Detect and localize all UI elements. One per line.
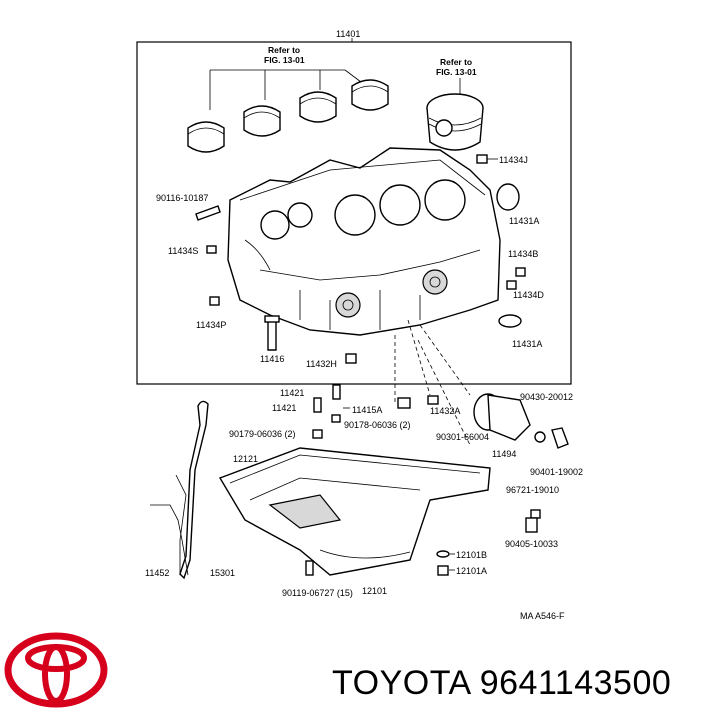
label-12101: 12101 <box>362 586 387 596</box>
toyota-logo-icon <box>4 632 108 708</box>
dipstick-guide <box>150 400 209 580</box>
part-number-caption: TOYOTA 9641143500 <box>332 664 672 702</box>
label-90179: 90179-06036 (2) <box>229 429 296 439</box>
label-11431A-top: 11431A <box>509 216 539 226</box>
refer-label-1a: Refer to <box>268 45 300 55</box>
gasket-12101B <box>436 550 450 558</box>
label-90430: 90430-20012 <box>520 392 573 402</box>
label-11434B: 11434B <box>508 249 538 259</box>
dowel-90116 <box>195 205 221 221</box>
label-12101B: 12101B <box>456 550 487 560</box>
plug-11434J <box>476 154 488 164</box>
bolt-11421a <box>332 384 341 400</box>
oil-filter-bracket <box>473 393 569 449</box>
label-11432A: 11432A <box>430 406 460 416</box>
refer-label-2a: Refer to <box>440 57 472 67</box>
label-90405: 90405-10033 <box>505 539 558 549</box>
label-11452: 11452 <box>145 568 169 578</box>
label-90301: 90301-66004 <box>436 432 489 442</box>
label-11434J: 11434J <box>499 155 528 165</box>
label-11401: 11401 <box>336 29 360 39</box>
diagram-code: MA A546-F <box>520 611 565 621</box>
bolt-11421b <box>313 397 322 413</box>
washer-90178 <box>331 414 341 423</box>
plug-11434B <box>515 267 526 277</box>
bearing-shells <box>187 79 389 153</box>
plug-11434S <box>206 245 217 254</box>
label-12101A: 12101A <box>456 566 487 576</box>
label-11434S: 11434S <box>168 246 198 256</box>
plug-12101A <box>437 565 449 576</box>
bolt-11416 <box>267 319 277 351</box>
label-96721: 96721-19010 <box>506 485 559 495</box>
refer-label-1b: FIG. 13-01 <box>264 55 305 65</box>
plug-11431A <box>496 183 520 211</box>
label-90401: 90401-19002 <box>530 467 583 477</box>
label-11415A: 11415A <box>352 405 382 415</box>
label-11421a: 11421 <box>280 388 304 398</box>
label-11421b: 11421 <box>272 403 296 413</box>
plug-11415A <box>397 397 411 409</box>
bolt-90119 <box>305 560 314 576</box>
plug-11432A <box>427 395 439 405</box>
plug-11431A-bottom <box>498 314 522 328</box>
plug-11434D <box>506 280 517 290</box>
label-11494: 11494 <box>492 449 516 459</box>
label-11416: 11416 <box>260 354 284 364</box>
gasket-96721 <box>530 509 541 519</box>
label-15301: 15301 <box>210 568 235 578</box>
label-11431A-bottom: 11431A <box>512 339 542 349</box>
label-12121: 12121 <box>233 454 258 464</box>
plug-11432H <box>345 353 357 364</box>
engine-block <box>227 147 501 336</box>
label-11434D: 11434D <box>513 290 544 300</box>
label-90178: 90178-06036 (2) <box>344 420 411 430</box>
refer-label-2b: FIG. 13-01 <box>436 67 477 77</box>
washer-90179 <box>312 429 323 439</box>
piston-icon <box>426 93 484 151</box>
assembly-frame <box>136 41 572 385</box>
plug-90405 <box>525 517 538 533</box>
label-11434P: 11434P <box>196 320 226 330</box>
plug-11434P <box>209 296 220 306</box>
label-11432H: 11432H <box>306 359 337 369</box>
label-90116: 90116-10187 <box>156 193 208 203</box>
label-90119: 90119-06727 (15) <box>282 588 353 598</box>
oil-pan <box>218 447 491 576</box>
